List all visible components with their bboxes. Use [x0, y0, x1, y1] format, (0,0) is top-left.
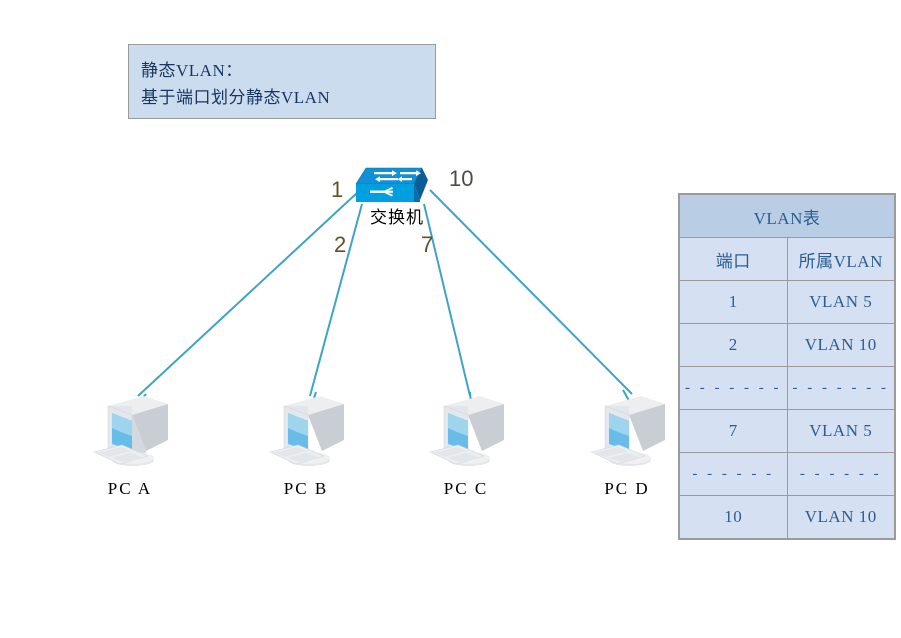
cell-port: 1 — [679, 280, 788, 324]
desktop-computer-icon-pc-b — [269, 391, 344, 466]
table-row: - - - - - - - - - - - - — [679, 452, 895, 496]
desktop-computer-icon-pc-c — [429, 391, 504, 466]
cell-port: - - - - - - — [679, 452, 788, 496]
cell-port: 10 — [679, 495, 788, 539]
table-row: 7 VLAN 5 — [679, 409, 895, 453]
cell-vlan: VLAN 5 — [786, 280, 895, 324]
pc-label-d: PC D — [604, 479, 650, 498]
port-label-7: 7 — [421, 232, 434, 257]
note-line-1: 静态VLAN： — [141, 61, 243, 80]
desktop-computer-icon-pc-d — [590, 389, 665, 466]
pc-label-a: PC A — [107, 479, 153, 498]
cell-vlan: VLAN 10 — [786, 495, 895, 539]
pc-label-b: PC B — [283, 479, 329, 498]
cell-port: 7 — [679, 409, 788, 453]
cell-port: 2 — [679, 323, 788, 367]
switch-label: 交换机 — [370, 208, 424, 227]
link-switch-to-pc-b — [309, 203, 363, 397]
port-label-2: 2 — [334, 232, 347, 257]
link-switch-to-pc-c — [423, 203, 471, 397]
link-switch-to-pc-d — [429, 189, 633, 395]
table-row: 10 VLAN 10 — [679, 495, 895, 539]
desktop-computer-icon-pc-a — [93, 393, 168, 466]
pc-label-c: PC C — [443, 479, 489, 498]
cell-port: - - - - - - - — [679, 366, 788, 410]
cell-vlan: VLAN 5 — [786, 409, 895, 453]
table-row: 2 VLAN 10 — [679, 323, 895, 367]
link-switch-to-pc-a — [137, 191, 359, 397]
port-label-10: 10 — [449, 166, 474, 191]
note-line-2: 基于端口划分静态VLAN — [141, 88, 331, 107]
cell-vlan: VLAN 10 — [786, 323, 895, 367]
port-label-1: 1 — [331, 177, 344, 202]
vlan-table: VLAN表 端口 所属VLAN 1 VLAN 5 2 VLAN 10 - - -… — [678, 193, 896, 540]
vlan-table-title: VLAN表 — [679, 194, 895, 238]
column-header-port: 端口 — [679, 237, 788, 281]
vlan-table-column-header-row: 端口 所属VLAN — [679, 237, 895, 281]
column-header-vlan: 所属VLAN — [786, 237, 895, 281]
static-vlan-note-box: 静态VLAN： 基于端口划分静态VLAN — [128, 44, 436, 119]
network-switch-icon — [355, 167, 428, 202]
table-row: - - - - - - - - - - - - - - — [679, 366, 895, 410]
table-row: 1 VLAN 5 — [679, 280, 895, 324]
cell-vlan: - - - - - - - — [786, 366, 895, 410]
vlan-table-title-row: VLAN表 — [679, 194, 895, 238]
cell-vlan: - - - - - - — [786, 452, 895, 496]
